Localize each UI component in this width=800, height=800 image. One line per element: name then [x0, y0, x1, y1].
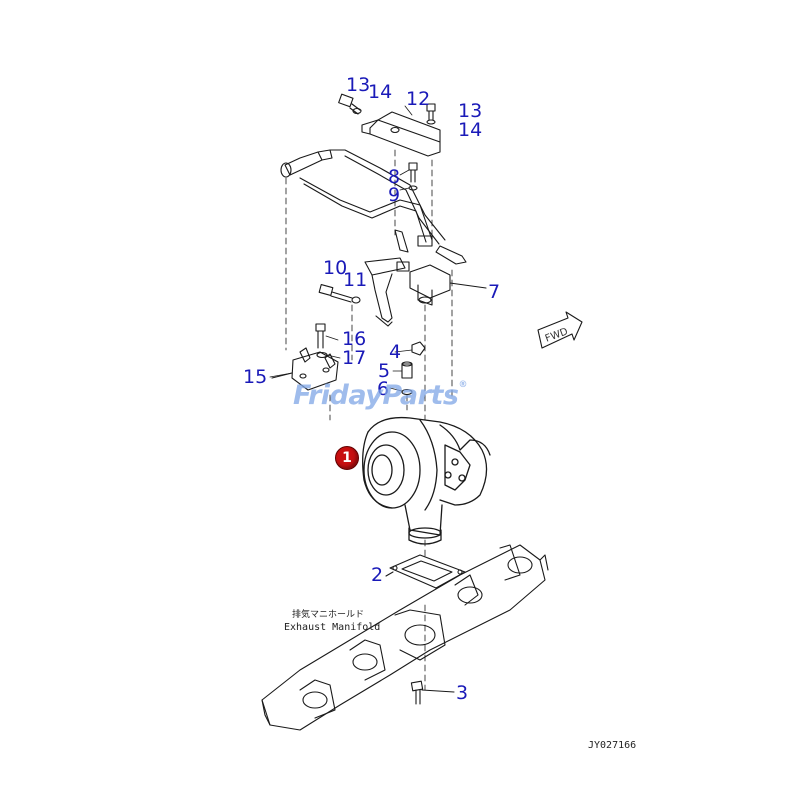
callout-4[interactable]: 4 — [389, 341, 402, 363]
fwd-direction-arrow — [537, 311, 583, 349]
callout-leader-lines — [269, 105, 413, 392]
exhaust-manifold-part — [261, 544, 549, 731]
callout-6[interactable]: 6 — [377, 378, 390, 400]
support-bracket-part — [409, 264, 487, 306]
callout-12[interactable]: 12 — [406, 88, 431, 110]
callout-1-highlighted[interactable]: 1 — [335, 446, 359, 470]
watermark-logo: FridayParts® — [293, 380, 467, 411]
callout-7[interactable]: 7 — [488, 281, 501, 303]
callout-10[interactable]: 10 — [323, 257, 348, 279]
manifold-label-en: Exhaust Manifold — [284, 622, 381, 633]
callout-11[interactable]: 11 — [343, 269, 368, 291]
bolt-part — [410, 680, 455, 705]
callout-14[interactable]: 14 — [368, 81, 393, 103]
fitting-parts — [401, 341, 426, 396]
callout-3[interactable]: 3 — [456, 682, 469, 704]
callout-8[interactable]: 8 — [388, 166, 401, 188]
callout-16[interactable]: 16 — [342, 328, 367, 350]
callout-9[interactable]: 9 — [388, 184, 401, 206]
callout-5[interactable]: 5 — [378, 360, 391, 382]
top-bracket-part — [361, 111, 441, 157]
manifold-label-jp: 排気マニホールド — [292, 610, 365, 620]
watermark-text: FridayParts — [293, 380, 459, 411]
callout-13[interactable]: 13 — [458, 100, 483, 122]
assembly-guide-lines — [285, 149, 453, 691]
callout-13[interactable]: 13 — [346, 74, 371, 96]
oil-pipe-part — [280, 149, 467, 265]
registered-mark: ® — [458, 380, 467, 390]
gasket-part — [385, 554, 466, 589]
callout-2[interactable]: 2 — [371, 564, 384, 586]
callout-14[interactable]: 14 — [458, 119, 483, 141]
callout-17[interactable]: 17 — [342, 347, 367, 369]
bolt-part — [426, 103, 436, 125]
bolt-part — [338, 93, 362, 115]
turbocharger-part — [362, 416, 491, 545]
drawing-code: JY027166 — [588, 740, 637, 751]
callout-15[interactable]: 15 — [243, 366, 268, 388]
lever-bracket-part — [318, 257, 410, 327]
